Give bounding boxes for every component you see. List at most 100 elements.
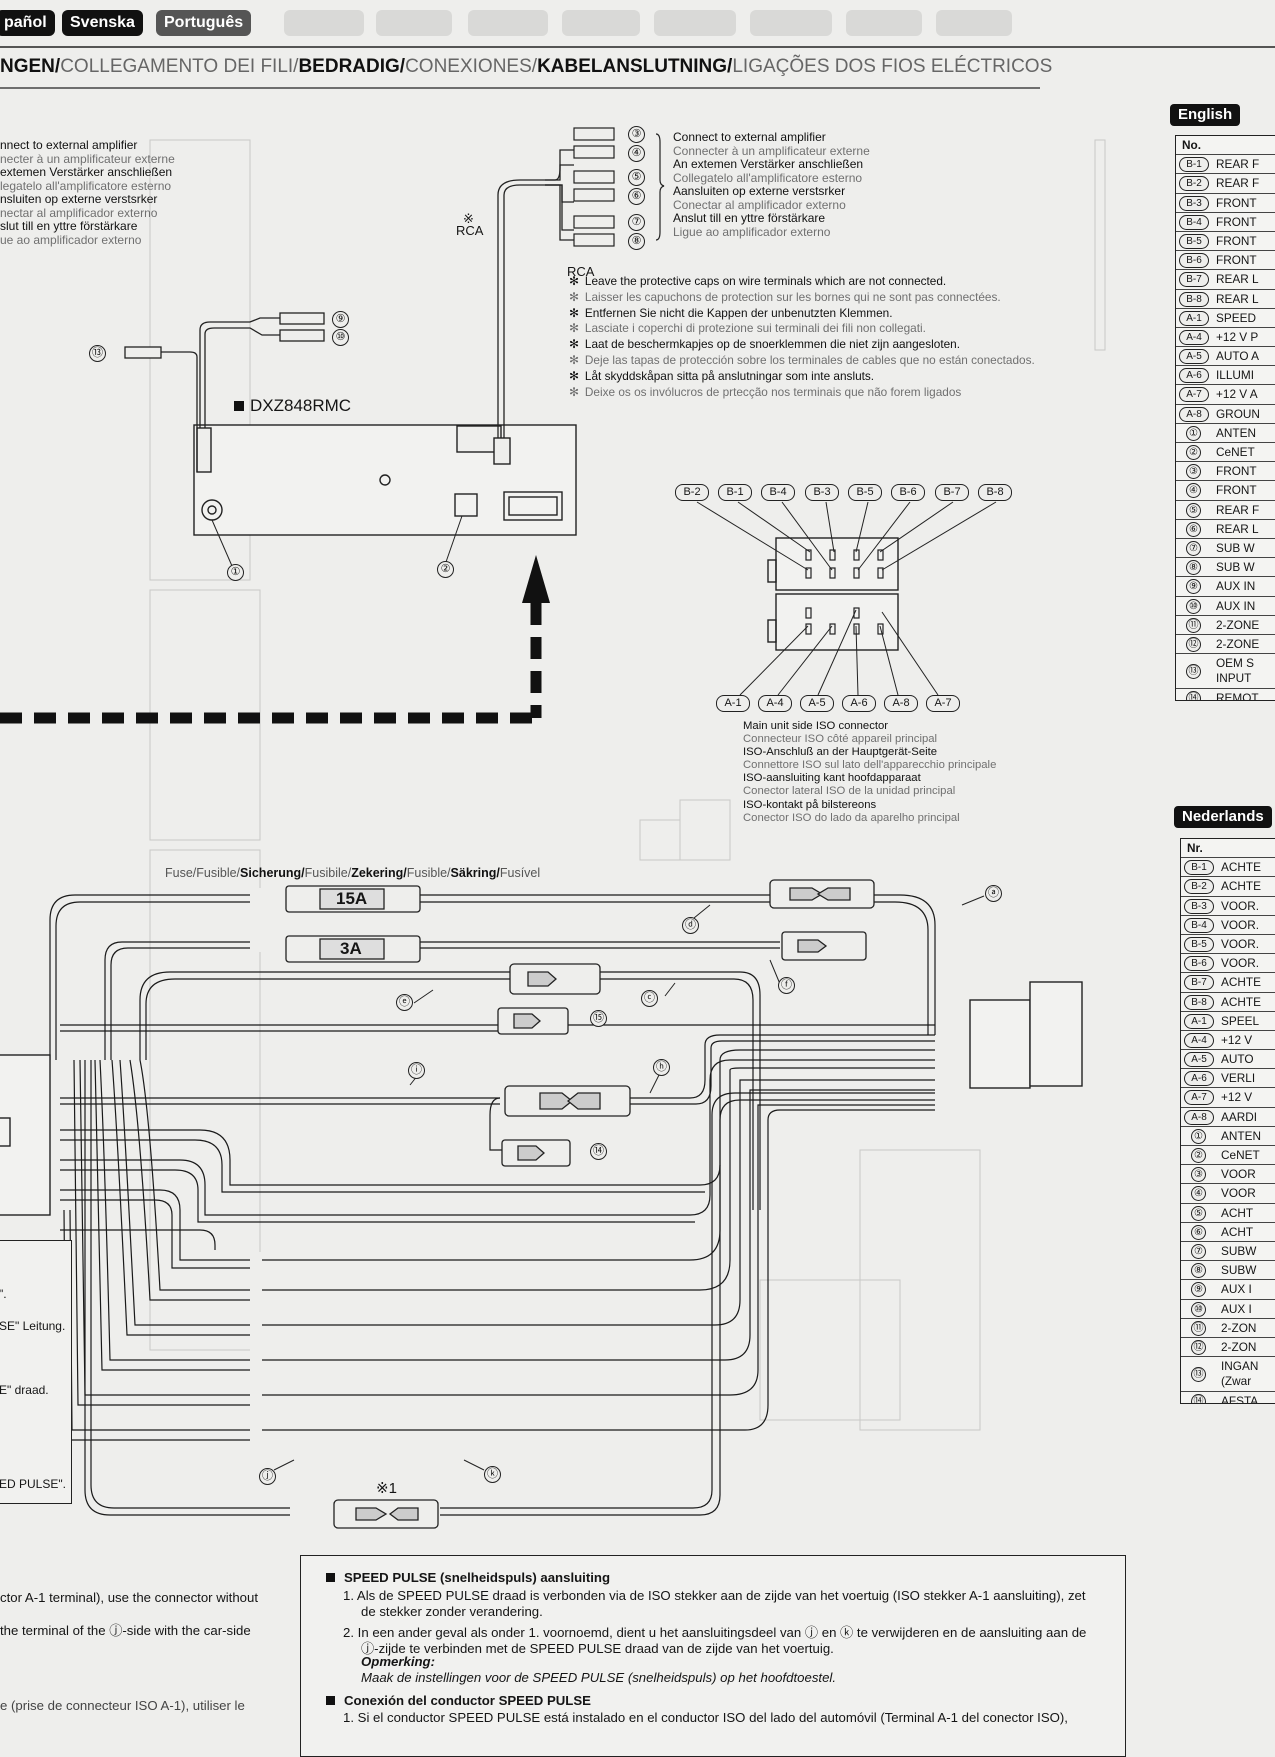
wire-code: ② [1184, 1147, 1212, 1163]
table-row: ⑤ REAR F [1176, 501, 1275, 520]
tab-svenska[interactable]: Svenska [62, 10, 143, 36]
pin-badge: A-7 [1184, 1090, 1214, 1106]
wire-code: ⑥ [1184, 1224, 1212, 1240]
wire-name: SUBW [1221, 1243, 1257, 1258]
oem-input-cable [124, 346, 198, 472]
wire-name: AUX IN [1216, 579, 1256, 594]
pin-badge: A-1 [1179, 310, 1209, 326]
wire-code: B-1 [1179, 156, 1209, 173]
speed-pulse-line: 2. In een ander geval als onder 1. voorn… [343, 1625, 1087, 1640]
wire-label-a: ⓐ [985, 885, 1002, 902]
tab-portugues[interactable]: Português [156, 10, 252, 36]
amp-line: Conectar al amplificador externo [673, 197, 846, 212]
number-badge: ⑤ [1191, 1205, 1206, 1221]
table-row: B-6 VOOR. [1181, 954, 1275, 974]
amp-line: Collegatelo all'amplificatore esterno [673, 170, 863, 185]
tab-espanol[interactable]: pañol [0, 10, 55, 36]
amp-line: Connecter à un amplificateur externe [673, 143, 870, 158]
iso-caption-line: ISO-Anschluß an der Hauptgerät-Seite [743, 746, 938, 759]
faded-tab [750, 10, 832, 36]
wire-name: GROUN [1216, 406, 1260, 421]
left-amp-line: slut till en yttre förstärkare [0, 219, 138, 233]
faded-tab [562, 10, 640, 36]
pin-badge: A-4 [1179, 329, 1209, 345]
harness-left-block [0, 1054, 51, 1216]
wire-harness [49, 894, 936, 1516]
faded-tab [468, 10, 548, 36]
speed-pulse-line: 1. Als de SPEED PULSE draad is verbonden… [343, 1588, 1086, 1603]
wire-name: +12 V P [1216, 329, 1259, 344]
number-badge: ⑤ [1186, 502, 1201, 518]
wire-name: ACHT [1221, 1205, 1254, 1220]
table-row: A-4 +12 V P [1176, 328, 1275, 348]
wire-name: REAR F [1216, 157, 1260, 172]
wire-code: ① [1179, 425, 1207, 441]
iso-pin-a1: A-1 [716, 695, 750, 712]
num-5: ⑤ [628, 169, 645, 186]
table-row: ② CeNET [1181, 1146, 1275, 1166]
left-amp-line: nnect to external amplifier [0, 138, 138, 152]
wire-code: ⑧ [1179, 559, 1207, 576]
rca-label: RCA [456, 223, 484, 238]
pin-badge: B-4 [1184, 917, 1214, 933]
amp-line: Connect to external amplifier [673, 130, 826, 144]
wire-code: ⑨ [1184, 1281, 1212, 1298]
heading-square-icon [326, 1573, 335, 1582]
title-segment: COLLEGAMENTO DEI FILI/ [60, 56, 299, 77]
left-note-line: SE" Leitung. [0, 1319, 66, 1333]
pin-badge: A-6 [1179, 368, 1209, 384]
table-row: B-1 REAR F [1176, 155, 1275, 175]
num-14-harness: ⑭ [590, 1143, 607, 1160]
wire-name: CeNET [1216, 445, 1255, 459]
bottom-left-line: e (prise de connecteur ISO A-1), utilise… [0, 1698, 245, 1713]
number-badge: ⑨ [1191, 1282, 1206, 1298]
wire-name: 2-ZONE [1216, 617, 1260, 632]
iso-connector [696, 501, 997, 696]
wire-code: ⑫ [1179, 636, 1207, 652]
wire-name: CeNET [1221, 1148, 1260, 1162]
number-badge: ⑪ [1191, 1320, 1206, 1336]
wire-name: REAR F [1216, 502, 1260, 517]
wire-code: B-1 [1184, 859, 1214, 876]
number-badge: ⑨ [1186, 579, 1201, 595]
number-badge: ⑧ [1186, 560, 1201, 576]
wire-name: SUB W [1216, 560, 1255, 575]
caps-note: Leave the protective caps on wire termin… [569, 274, 1035, 400]
iso-caption-line: Conector ISO do lado da aparelho princip… [743, 811, 960, 824]
faded-tab [376, 10, 452, 36]
left-amp-line: nectar al amplificador externo [0, 205, 158, 220]
pin-badge: B-4 [1179, 214, 1209, 230]
wire-code: ⑪ [1184, 1320, 1212, 1336]
iso-pin-a8: A-8 [884, 695, 918, 712]
wire-code: B-4 [1179, 214, 1209, 230]
wire-code: B-5 [1184, 936, 1214, 952]
amp-line: Anslut till en yttre förstärkare [673, 211, 826, 225]
amp-line: Ligue ao amplificador externo [673, 224, 831, 239]
caps-line: Deje las tapas de protección sobre los t… [569, 353, 1035, 369]
num-3: ③ [628, 126, 645, 143]
wire-name: VOOR. [1221, 936, 1260, 951]
left-note-line: ED PULSE". [0, 1477, 66, 1491]
dutch-table-heading: Nederlands [1174, 806, 1272, 828]
wire-name: VOOR. [1221, 917, 1260, 932]
wire-name: VOOR. [1221, 956, 1260, 971]
pin-badge: B-5 [1184, 936, 1214, 952]
wire-code: A-8 [1184, 1109, 1214, 1125]
pin-badge: B-6 [1184, 956, 1214, 972]
table-header-row: No. [1176, 136, 1275, 156]
